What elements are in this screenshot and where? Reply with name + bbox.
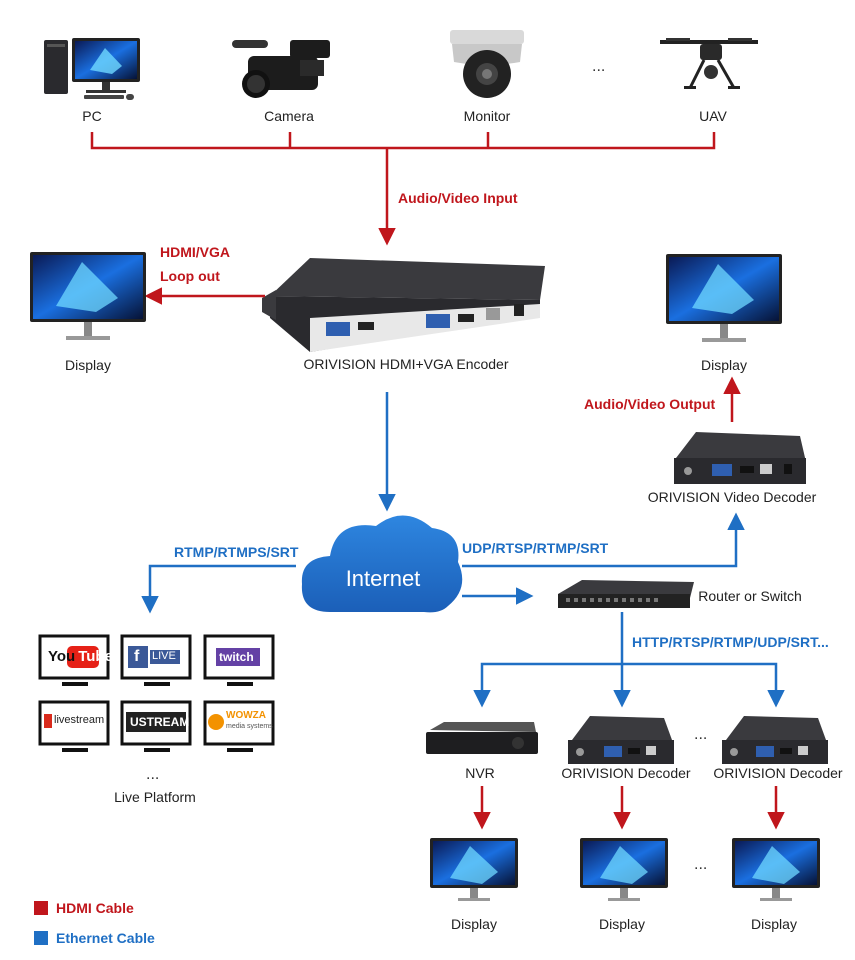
display-label: Display [451, 916, 497, 932]
decoder-label: ORIVISION Decoder [561, 765, 691, 781]
camera-icon [232, 40, 330, 98]
av-output-label: Audio/Video Output [584, 396, 716, 412]
platform-monitors [38, 634, 275, 752]
youtube-text-b: Tube [78, 648, 113, 665]
display-monitor [732, 838, 820, 901]
loop-out-label: Loop out [160, 268, 220, 284]
display-monitor [430, 838, 518, 901]
nvr-label: NVR [465, 765, 495, 781]
display-monitor [30, 252, 146, 340]
internet-label: Internet [345, 566, 421, 591]
nvr-device [426, 722, 538, 754]
encoder-device [262, 258, 545, 352]
router-switch-device [558, 580, 694, 608]
dome-camera-icon [450, 30, 524, 98]
video-decoder-device [674, 432, 806, 484]
encoder-label: ORIVISION HDMI+VGA Encoder [303, 356, 509, 372]
display-monitor [580, 838, 668, 901]
hdmi-legend-swatch [34, 901, 48, 915]
video-decoder-label: ORIVISION Video Decoder [647, 489, 817, 505]
facebook-logo: f [134, 648, 140, 665]
decoder-device [722, 716, 828, 764]
router-fanout [473, 612, 785, 708]
ustream-logo: USTREAM [130, 715, 190, 729]
sources-ellipsis: ... [592, 58, 606, 75]
display-ellipsis: ... [694, 856, 708, 873]
youtube-text-a: You [48, 648, 76, 665]
display-label: Display [751, 916, 797, 932]
livestream-logo: livestream [54, 714, 105, 726]
source-label-pc: PC [82, 108, 102, 124]
live-platform-label: Live Platform [114, 789, 196, 805]
internet-cloud [301, 515, 463, 613]
twitch-logo: twitch [219, 650, 254, 664]
ethernet-legend-label: Ethernet Cable [56, 930, 155, 946]
platform-ellipsis: ... [146, 766, 160, 783]
decoder-ellipsis: ... [694, 726, 708, 743]
router-label: Router or Switch [698, 588, 802, 604]
source-label-monitor: Monitor [463, 108, 511, 124]
decoder-label: ORIVISION Decoder [713, 765, 843, 781]
udp-arrow [462, 512, 745, 568]
display-label: Display [599, 916, 645, 932]
rtmp-label: RTMP/RTMPS/SRT [174, 544, 299, 560]
pc-icon [44, 38, 140, 100]
av-input-label: Audio/Video Input [398, 190, 518, 206]
http-label: HTTP/RTSP/RTMP/UDP/SRT... [632, 634, 829, 650]
wowza-logo: WOWZA [226, 710, 266, 721]
display-label: Display [65, 357, 111, 373]
facebook-live-text: LIVE [152, 650, 176, 662]
hdmi-legend-label: HDMI Cable [56, 900, 134, 916]
source-label-camera: Camera [264, 108, 314, 124]
source-label-uav: UAV [699, 108, 727, 124]
udp-label: UDP/RTSP/RTMP/SRT [462, 540, 609, 556]
drone-icon [660, 38, 758, 89]
input-bus [90, 132, 716, 246]
hdmi-vga-label: HDMI/VGA [160, 244, 230, 260]
ethernet-legend-swatch [34, 931, 48, 945]
decoder-outputs [473, 786, 785, 830]
display-label: Display [701, 357, 747, 373]
decoder-device [568, 716, 674, 764]
wowza-sub: media systems [226, 723, 273, 730]
rtmp-arrow [141, 564, 296, 614]
display-monitor [666, 254, 782, 342]
